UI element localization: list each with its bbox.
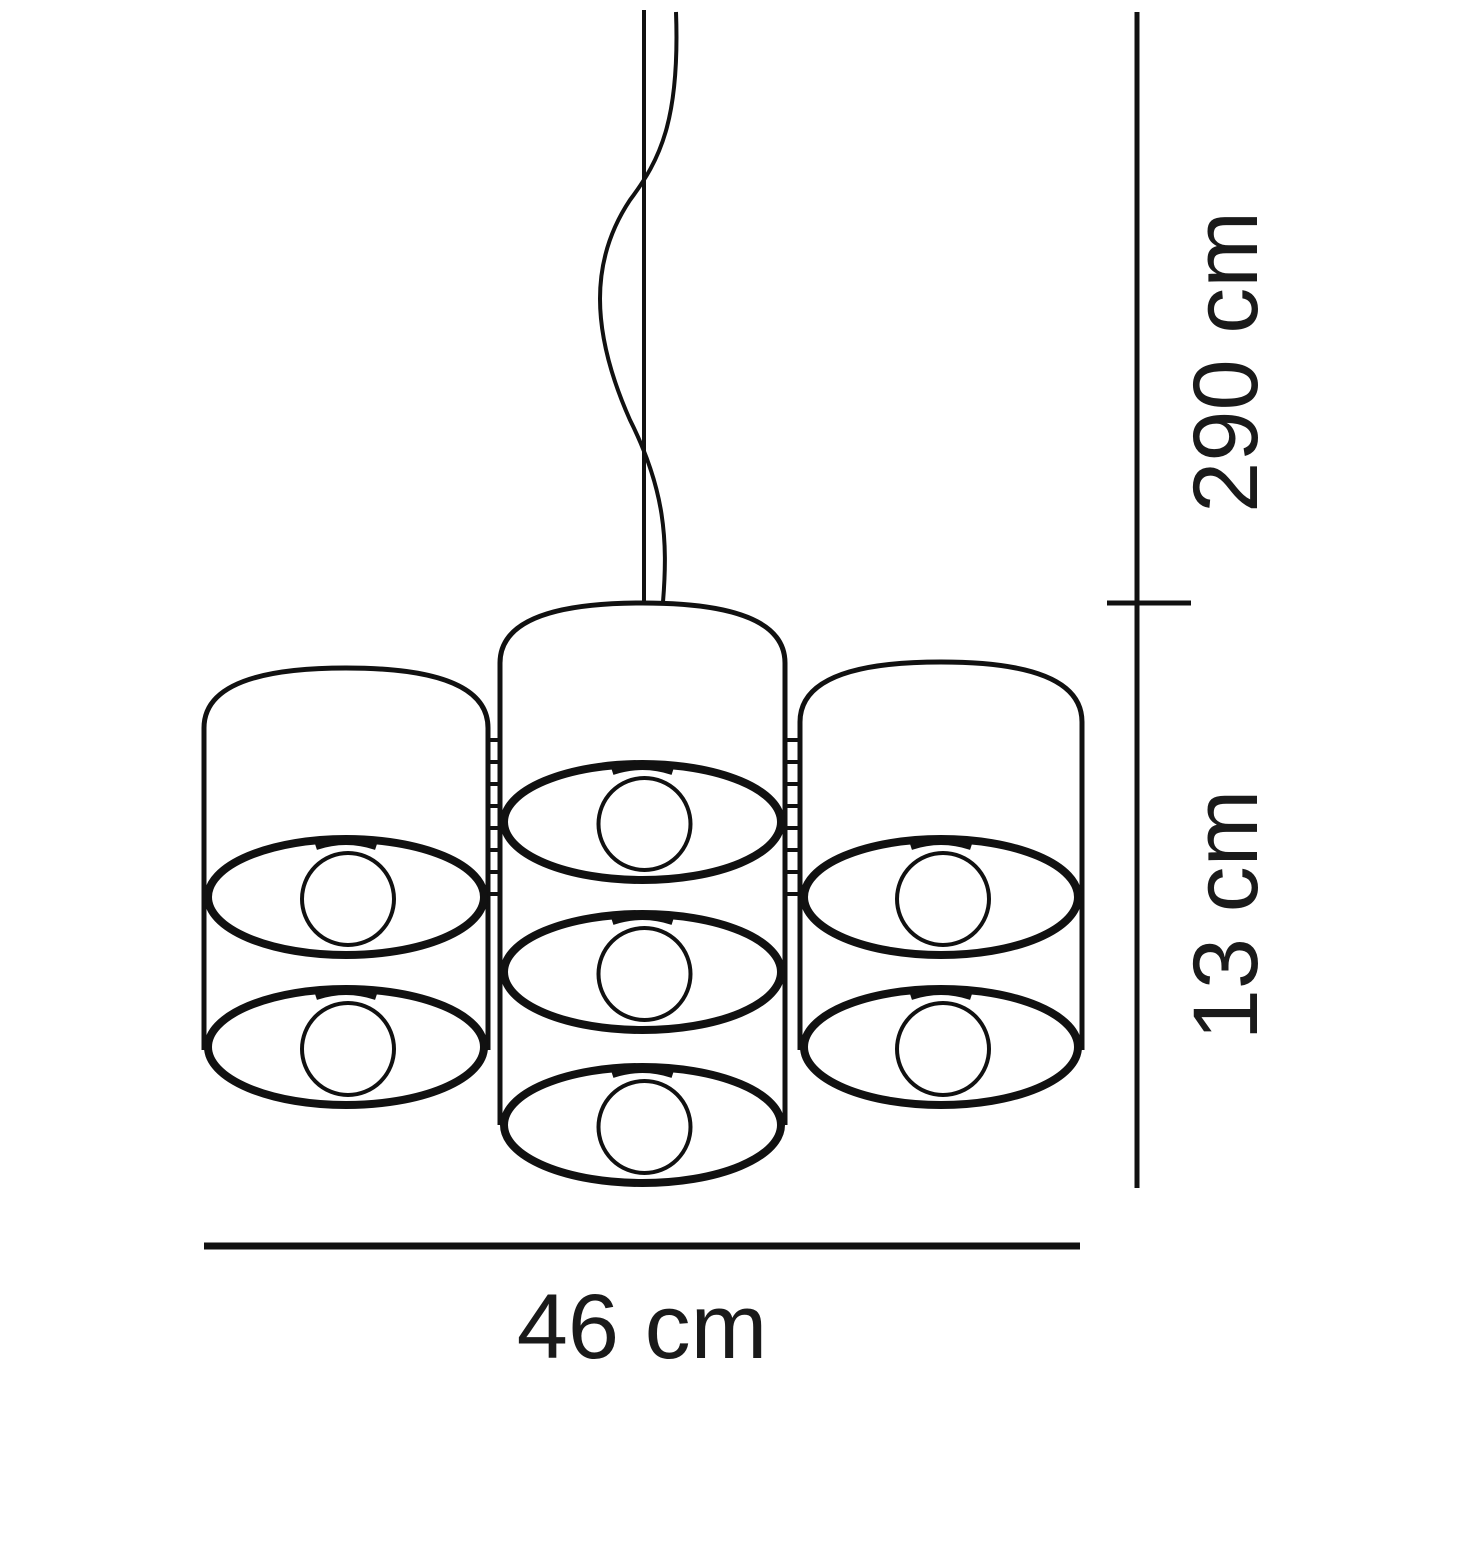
power-cord <box>598 11 679 603</box>
bulb-socket <box>611 914 674 925</box>
height-label: 13 cm <box>1175 790 1277 1041</box>
suspension-cables <box>598 10 679 603</box>
shade-ring <box>500 1063 785 1187</box>
shade-ring <box>204 835 488 959</box>
shade-ring <box>204 985 488 1109</box>
bulb-icon <box>596 926 693 1022</box>
bulb-icon <box>596 776 693 872</box>
width-label: 46 cm <box>517 1276 768 1378</box>
lamp-shade <box>797 659 1085 1109</box>
lamp-shade <box>201 665 491 1109</box>
lamp-shade <box>497 600 788 1187</box>
bulb-socket <box>910 989 972 1000</box>
dimension-lines <box>204 12 1191 1250</box>
bulb-socket <box>910 839 972 850</box>
bulb-icon <box>895 1001 991 1097</box>
bulb-icon <box>895 851 991 947</box>
bulb-icon <box>300 1001 396 1097</box>
bulb-socket <box>315 989 377 1000</box>
bulb-icon <box>596 1079 693 1175</box>
bulb-icon <box>300 851 396 947</box>
bulb-socket <box>611 764 674 775</box>
lamp-shades <box>201 600 1085 1187</box>
cable-length-label: 290 cm <box>1175 211 1277 513</box>
shade-outline <box>497 600 788 1125</box>
shade-ring <box>500 910 785 1034</box>
shade-ring <box>500 760 785 884</box>
bulb-socket <box>315 839 377 850</box>
shade-ring <box>800 985 1082 1109</box>
bulb-socket <box>611 1067 674 1078</box>
shade-outline <box>201 665 491 1050</box>
shade-outline <box>797 659 1085 1050</box>
shade-ring <box>800 835 1082 959</box>
